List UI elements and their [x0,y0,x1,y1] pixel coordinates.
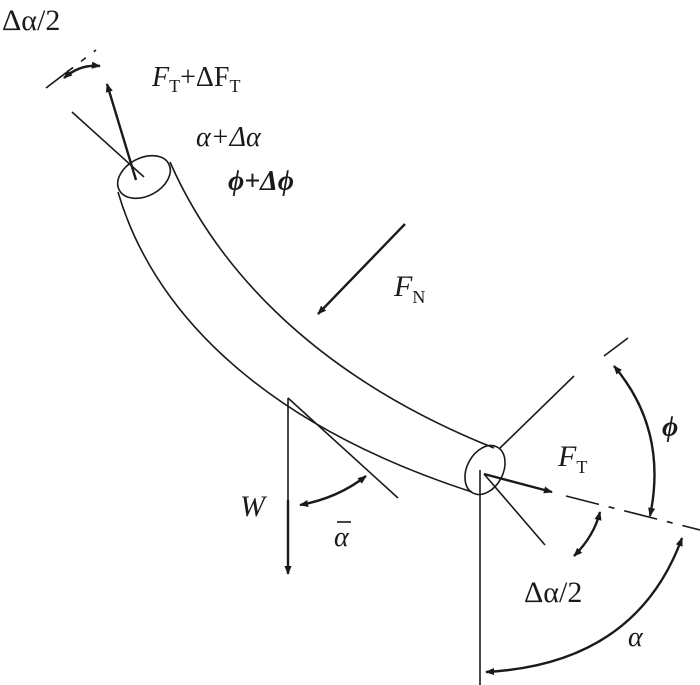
bottom-tangent-dash [565,495,700,531]
label-fn: FN [393,270,425,307]
label-alpha: α [628,622,644,653]
label-phi-plus-dphi: ϕ+Δϕ [228,166,294,197]
bottom-delta-angle-arc [573,511,602,557]
pipe-outline-lower [117,191,473,493]
ft-arrow [483,472,553,494]
label-alpha-bar: α [334,522,350,553]
phi-reference-line [603,337,629,357]
top-delta-angle-arc [63,61,101,79]
alpha-bar-arc [299,475,367,508]
label-alpha-plus-dalpha: α+Δα [196,122,262,153]
pipe-end-bottom [464,444,506,496]
bottom-reference-line [499,375,575,449]
pipe-outline-upper [169,161,495,449]
label-phi: ϕ [662,412,678,443]
top-reference-dash [45,49,97,89]
pipe-end-top [116,154,172,200]
bottom-normal-line [483,473,546,546]
label-ft-plus-dft: FT+ΔFT [151,62,240,96]
fn-arrow [317,223,406,315]
label-delta-alpha-half-top: Δα/2 [2,4,60,37]
phi-arc [613,365,656,517]
alpha-arc [485,537,684,676]
label-ft: FT [557,440,587,477]
ft-plus-arrow [105,83,138,181]
weight-tangent-line [287,397,399,499]
label-w: W [240,490,268,523]
label-delta-alpha-half-bottom: Δα/2 [524,576,582,609]
